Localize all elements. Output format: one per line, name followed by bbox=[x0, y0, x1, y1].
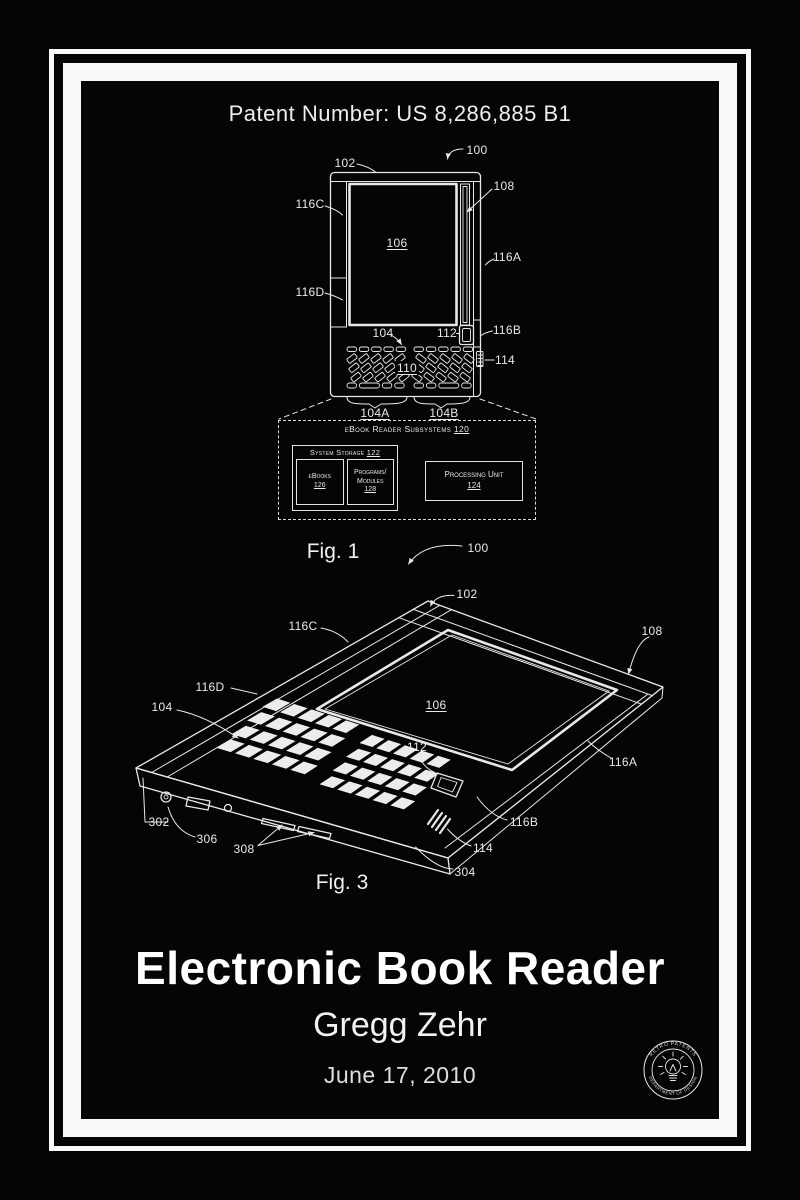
fig3-caption: Fig. 3 bbox=[315, 871, 369, 894]
fig3-ref-116b: 116B bbox=[509, 815, 539, 829]
fig3-ref-116a: 116A bbox=[608, 755, 638, 769]
patent-date: June 17, 2010 bbox=[323, 1062, 477, 1088]
patent-number: Patent Number: US 8,286,885 B1 bbox=[228, 101, 572, 126]
subsystems-title: eBook Reader Subsystems 120 bbox=[344, 424, 470, 434]
fig3-ref-116d: 116D bbox=[195, 680, 225, 694]
fig3-ref-114: 114 bbox=[472, 841, 494, 855]
fig1-ref-100: 100 bbox=[466, 143, 488, 157]
fig1-ref-102: 102 bbox=[334, 156, 356, 170]
fig1-ref-108: 108 bbox=[493, 179, 515, 193]
fig1-device-drawing bbox=[278, 148, 537, 420]
lightbulb-icon bbox=[658, 1051, 688, 1081]
fig3-bottom-slots bbox=[260, 817, 332, 840]
fig1-ref-116c: 116C bbox=[295, 197, 325, 211]
fig3-ref-108: 108 bbox=[641, 624, 663, 638]
fig1-ref-114: 114 bbox=[494, 353, 516, 367]
fig3-ref-304: 304 bbox=[454, 865, 476, 879]
fig3-ref-100: 100 bbox=[467, 541, 489, 555]
fig1-ref-104b: 104B bbox=[429, 406, 459, 420]
fig3-keyboard bbox=[216, 698, 451, 810]
subsystems-box: eBook Reader Subsystems 120 System Stora… bbox=[278, 420, 536, 520]
fig3-side-ports bbox=[160, 791, 233, 813]
fig1-ref-104a: 104A bbox=[360, 406, 390, 420]
fig3-ref-106: 106 bbox=[425, 698, 447, 712]
fig1-ref-116a: 116A bbox=[492, 250, 522, 264]
fig3-ref-116c: 116C bbox=[288, 619, 318, 633]
fig3-device-drawing bbox=[135, 544, 664, 875]
fig3-ref-112: 112 bbox=[406, 740, 428, 754]
inventor-name: Gregg Zehr bbox=[313, 1006, 487, 1044]
fig3-ref-104: 104 bbox=[151, 700, 173, 714]
fig3-scrollbar-hatch bbox=[426, 808, 452, 835]
poster-title: Electronic Book Reader bbox=[135, 942, 665, 994]
processing-unit-box: Processing Unit 124 bbox=[425, 461, 523, 501]
fig1-ref-104: 104 bbox=[372, 326, 394, 340]
fig1-ref-106: 106 bbox=[386, 236, 408, 250]
fig1-ref-110: 110 bbox=[394, 361, 420, 375]
fig1-ref-116b: 116B bbox=[492, 323, 522, 337]
fig1-ref-116d: 116D bbox=[295, 285, 325, 299]
fig3-ref-102: 102 bbox=[456, 587, 478, 601]
fig1-ref-112: 112 bbox=[436, 326, 458, 340]
programs-modules-box: Programs/ Modules 128 bbox=[346, 459, 394, 505]
ebooks-box: eBooks 126 bbox=[296, 459, 344, 505]
fig3-ref-308: 308 bbox=[233, 842, 255, 856]
system-storage-box: System Storage 122 eBooks 126 Programs/ … bbox=[292, 445, 398, 511]
system-storage-title: System Storage 122 bbox=[309, 448, 381, 457]
fig3-ref-306: 306 bbox=[196, 832, 218, 846]
fig1-caption: Fig. 1 bbox=[306, 540, 360, 563]
fig3-ref-302: 302 bbox=[148, 815, 170, 829]
